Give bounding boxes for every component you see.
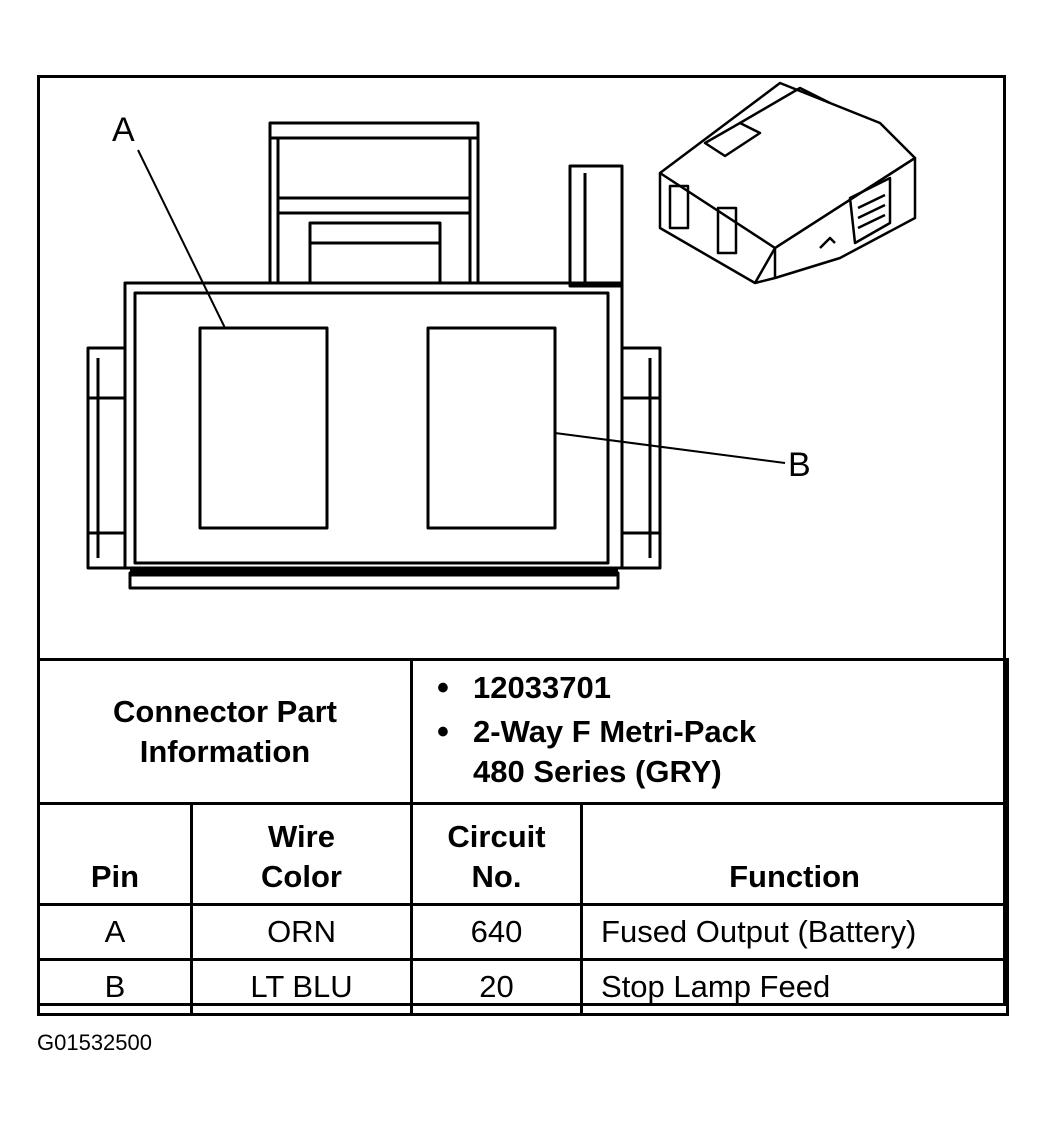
table-row: B LT BLU 20 Stop Lamp Feed — [37, 958, 1010, 1016]
col-header-pin-text: Pin — [90, 859, 140, 894]
connector-part-info-label: Connector Part Information — [36, 658, 414, 805]
connector-drawing-svg: A B — [86, 81, 917, 590]
cell-pin: B — [37, 958, 193, 1016]
table-row: A ORN 640 Fused Output (Battery) — [37, 903, 1010, 961]
leader-line-b — [554, 432, 786, 464]
cell-function: Fused Output (Battery) — [580, 903, 1010, 961]
col-header-wire-color-line2: Color — [261, 859, 342, 894]
terminal-cavity-a — [198, 326, 329, 530]
terminal-cavity-b — [426, 326, 557, 530]
connector-latch — [268, 121, 480, 285]
col-header-function-text: Function — [729, 859, 860, 894]
connector-drawing: A B — [40, 78, 1003, 658]
part-info-label-line1: Connector Part — [113, 693, 337, 729]
part-description-line2: 480 Series (GRY) — [473, 753, 722, 789]
part-info-row: Connector Part Information 12033701 2-Wa… — [36, 658, 1010, 805]
figure-id: G01532500 — [37, 1030, 152, 1055]
col-header-pin: Pin — [37, 802, 193, 906]
part-info-label-line2: Information — [139, 733, 311, 769]
cell-circuit: 20 — [410, 958, 584, 1016]
connector-figure-frame: A B Connector Part Information 12033701 … — [36, 75, 1010, 1016]
cell-wire-color: LT BLU — [189, 958, 414, 1016]
callout-label-b: B — [788, 446, 811, 484]
col-header-wire-color-line1: Wire — [268, 819, 335, 854]
col-header-circuit: Circuit No. — [410, 802, 584, 906]
col-header-wire-color: Wire Color — [189, 802, 414, 906]
cell-wire-color: ORN — [189, 903, 414, 961]
connector-side-latch-right — [620, 346, 662, 570]
col-header-circuit-line2: No. — [471, 859, 522, 894]
connector-info-table: Connector Part Information 12033701 2-Wa… — [36, 658, 1010, 1016]
cell-pin: A — [37, 903, 193, 961]
part-description: 2-Way F Metri-Pack 480 Series (GRY) — [437, 712, 1006, 792]
part-number: 12033701 — [437, 668, 1006, 708]
part-description-line1: 2-Way F Metri-Pack — [473, 713, 757, 749]
column-header-row: Pin Wire Color Circuit No. Function — [37, 802, 1010, 906]
connector-part-info-values: 12033701 2-Way F Metri-Pack 480 Series (… — [410, 658, 1010, 805]
connector-post — [568, 164, 624, 288]
part-number-text: 12033701 — [473, 669, 611, 705]
col-header-circuit-line1: Circuit — [447, 819, 546, 854]
leader-line-a — [137, 149, 226, 329]
col-header-function: Function — [580, 802, 1010, 906]
connector-side-latch-left — [86, 346, 127, 570]
connector-isometric-view — [658, 81, 917, 285]
cell-circuit: 640 — [410, 903, 584, 961]
cell-function: Stop Lamp Feed — [580, 958, 1010, 1016]
callout-label-a: A — [112, 111, 135, 149]
